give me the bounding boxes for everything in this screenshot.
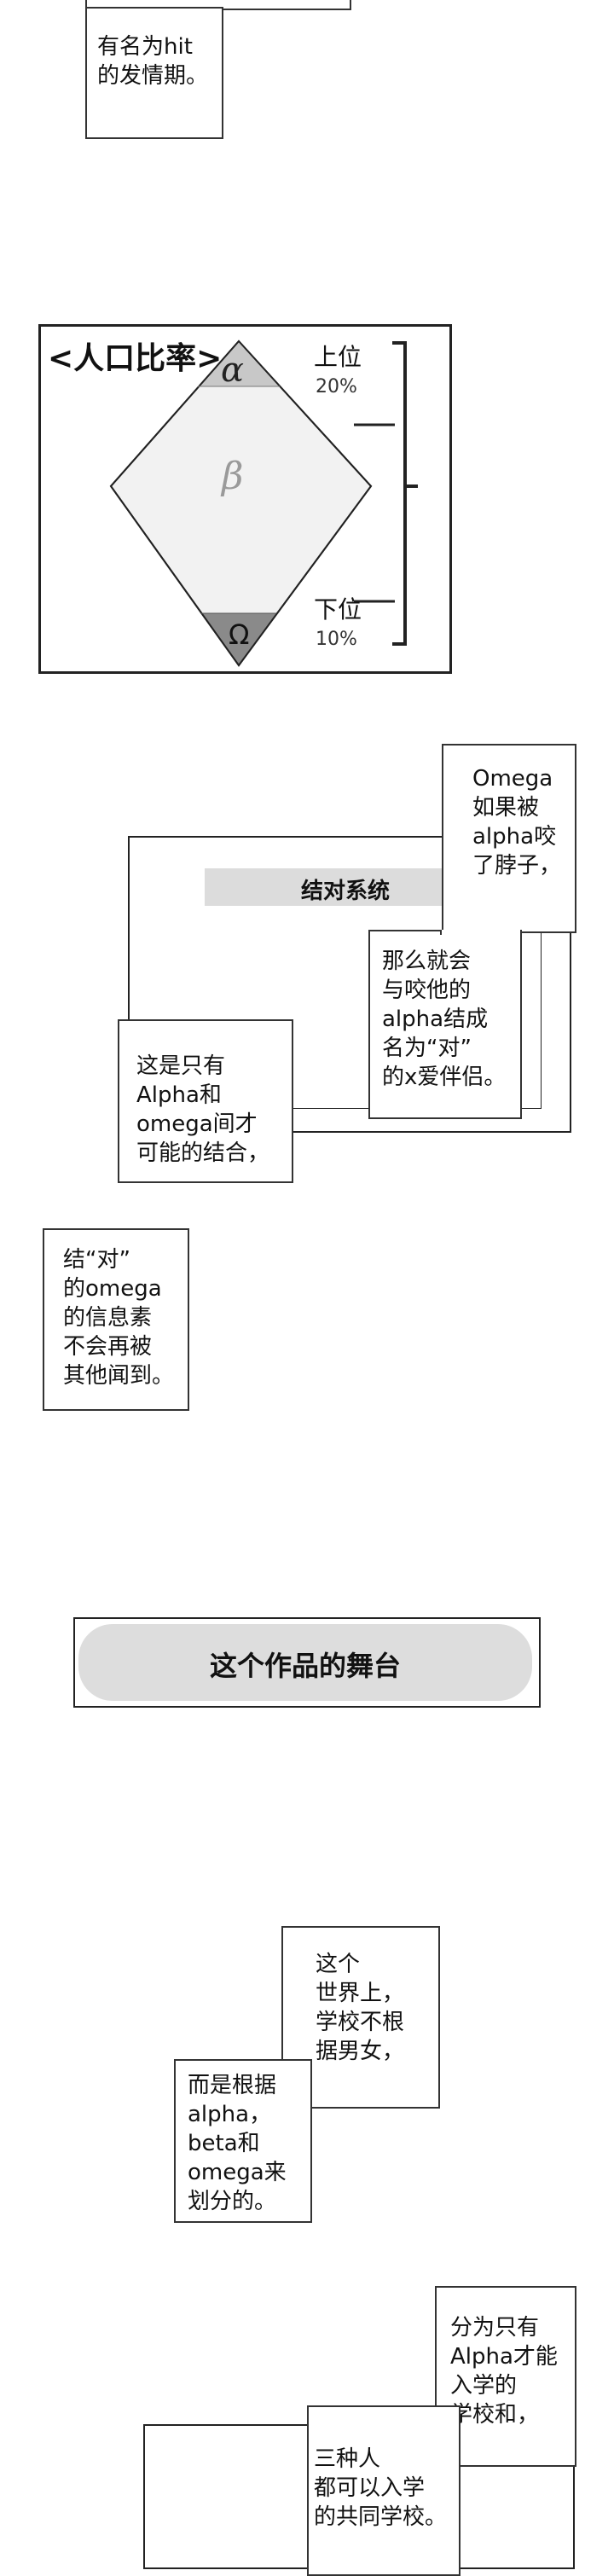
- pairing-bubble-4-text: 结“对” 的omega 的信息素 不会再被 其他闻到。: [63, 1247, 175, 1389]
- pairing-inner-frame: [128, 836, 542, 1109]
- stage-banner-frame: [73, 1617, 541, 1708]
- pairing-header: 结对系统: [300, 879, 390, 904]
- school-bubble-2: 三种人 都可以入学 的共同学校。: [307, 2405, 460, 2576]
- school-bubble-2-text: 三种人 都可以入学 的共同学校。: [314, 2446, 448, 2530]
- lower-pct: 10%: [316, 629, 357, 650]
- pairing-bubble-3: 这是只有 Alpha和 omega间才 可能的结合，: [118, 1019, 293, 1183]
- upper-label: 上位: [314, 343, 362, 371]
- population-diamond: [109, 339, 418, 667]
- top-bubble: 有名为hit 的发情期。: [85, 7, 223, 139]
- lower-label: 下位: [314, 595, 362, 624]
- pairing-bubble-1: Omega 如果被 alpha咬 了脖子，: [442, 744, 576, 933]
- upper-pct: 20%: [316, 376, 357, 397]
- pairing-bubble-3-text: 这是只有 Alpha和 omega间才 可能的结合，: [136, 1053, 270, 1166]
- top-bubble-text: 有名为hit 的发情期。: [97, 34, 209, 89]
- pairing-bubble-2: 那么就会 与咬他的 alpha结成 名为“对” 的x爱伴侣。: [368, 930, 522, 1119]
- bracket: [392, 341, 407, 646]
- pairing-bubble-1-text: Omega 如果被 alpha咬 了脖子，: [472, 766, 562, 879]
- pairing-header-bar: 结对系统: [205, 868, 486, 906]
- stage-banner-title: 这个作品的舞台: [209, 1650, 401, 1682]
- stage-banner-pill: 这个作品的舞台: [78, 1624, 532, 1701]
- world-bubble-2-text: 而是根据 alpha， beta和 omega来 划分的。: [188, 2073, 287, 2214]
- school-bubble-1-text: 分为只有 Alpha才能 入学的 学校和，: [450, 2315, 558, 2428]
- world-bubble-1-text: 这个 世界上， 学校不根 据男女，: [316, 1952, 405, 2064]
- beta-symbol: β: [222, 455, 244, 498]
- alpha-band: [198, 341, 280, 386]
- pairing-bubble-4: 结“对” 的omega 的信息素 不会再被 其他闻到。: [43, 1228, 189, 1411]
- pairing-bubble-2-step: [440, 930, 522, 935]
- alpha-symbol: α: [221, 351, 245, 390]
- omega-symbol: Ω: [229, 618, 250, 651]
- omega-band: [201, 613, 276, 665]
- population-chart-panel: <人口比率> α β Ω 上位 20% 下位 10%: [38, 324, 452, 674]
- population-chart-title: <人口比率>: [48, 341, 223, 376]
- world-bubble-2: 而是根据 alpha， beta和 omega来 划分的。: [174, 2059, 312, 2223]
- pairing-outer-frame: [128, 836, 571, 1133]
- pairing-bubble-2-text: 那么就会 与咬他的 alpha结成 名为“对” 的x爱伴侣。: [382, 949, 507, 1090]
